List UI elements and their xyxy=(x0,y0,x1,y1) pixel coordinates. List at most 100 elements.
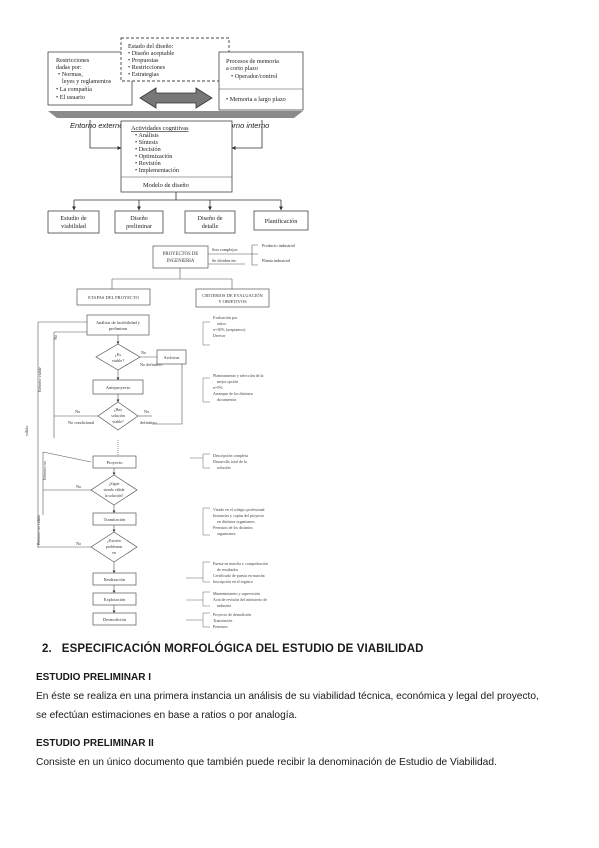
procesos-line: Procesos de memoria xyxy=(226,58,279,65)
anteproyecto-label: Anteproyecto xyxy=(106,385,131,390)
estado-item: • Diseño aceptable xyxy=(128,50,174,57)
criterio-line: documentos xyxy=(217,397,237,402)
criterio-line: Evaluación por xyxy=(213,315,238,320)
se-dividen-label: Se dividen en: xyxy=(212,258,237,263)
criterio-line: Derivar xyxy=(213,333,226,338)
estado-item: • Restricciones xyxy=(128,64,166,71)
paragraph-line: En éste se realiza en una primera instan… xyxy=(36,691,539,702)
etapas-label: ETAPAS DEL PROYECTO xyxy=(88,295,139,300)
hay-solucion-label: viable? xyxy=(112,419,124,424)
actividad-item: • Síntesis xyxy=(135,139,159,146)
entorno-interno-label: Entorno interno xyxy=(218,121,269,130)
restricciones-item: • El usuario xyxy=(56,94,85,101)
design-process-figure: Restricciones dadas por: • Normas, leyes… xyxy=(24,37,309,629)
output-box-planificacion xyxy=(253,210,309,231)
criterio-line: Descripción completa xyxy=(213,453,248,458)
criterio-line: Proyecto de demolición xyxy=(213,612,251,617)
restricciones-item: • Normas, xyxy=(58,71,83,78)
son-complejos-label: Son complejos xyxy=(212,247,238,252)
criterio-line: Puesta en marcha y comprobación xyxy=(213,561,268,566)
es-viable-label: viable? xyxy=(112,358,124,363)
output-box-diseno-detalle xyxy=(184,210,236,234)
no-label: No xyxy=(75,409,80,414)
criterios-label: CRITERIOS DE EVALUACIÓN xyxy=(202,293,263,298)
output-label: Planificación xyxy=(265,218,298,225)
no-label: No xyxy=(144,409,149,414)
subheading-text: ESTUDIO PRELIMINAR II xyxy=(36,738,154,749)
actividades-title: Actividades cognitivas xyxy=(131,125,189,132)
tramitacion-label: Tramitación xyxy=(104,517,127,522)
subheading-text: ESTUDIO PRELIMINAR I xyxy=(36,672,152,683)
estado-item: • Propuestas xyxy=(128,57,159,64)
criterio-line: σ=5% xyxy=(213,385,223,390)
criterio-line: Instancias y copias del proyecto xyxy=(213,513,264,518)
output-label: Diseño de xyxy=(198,215,223,222)
modelo-diseno-label: Modelo de diseño xyxy=(143,182,189,189)
proyectos-label: INGENIERIA xyxy=(167,259,195,264)
desmantelacion-label: Desmolición xyxy=(103,617,127,622)
actividad-item: • Revisión xyxy=(135,160,161,167)
criterio-line: Permisos de los distintos xyxy=(213,525,253,530)
section-title: ESPECIFICACIÓN MORFOLÓGICA DEL ESTUDIO D… xyxy=(61,643,424,655)
actividad-item: • Optimización xyxy=(135,153,172,160)
no-condicional-label: No condicional xyxy=(68,420,95,425)
explotacion-label: Explotación xyxy=(104,597,126,602)
project-flowchart: PROYECTOS DE INGENIERIA Son complejos Se… xyxy=(24,243,296,629)
existen-problemas-label: ¿Existen xyxy=(107,539,120,543)
subheading-preliminar-2: ESTUDIO PRELIMINAR II xyxy=(36,733,576,751)
criterio-line: industria xyxy=(217,603,231,608)
procesos-line: • Operador/control xyxy=(231,73,278,80)
criterio-line: Permisos xyxy=(213,624,228,629)
restricciones-item: • La compañía xyxy=(56,86,92,93)
existen-problemas-label: problemas xyxy=(106,545,123,549)
output-box-estudio-viabilidad xyxy=(47,210,100,234)
output-label: Estudio de xyxy=(60,215,87,222)
retorno-viable-label: Retorno viable xyxy=(37,367,42,392)
no-label: No xyxy=(53,335,58,340)
retorno-no-valido-label: Retorno no válido xyxy=(36,515,41,545)
proyectos-ingenieria-box xyxy=(152,245,209,269)
output-box-diseno-preliminar xyxy=(114,210,164,234)
criterio-line: Tramitación xyxy=(213,618,232,623)
criterio-line: organismos xyxy=(217,531,236,536)
criterio-line: solución xyxy=(217,465,231,470)
es-viable-decision xyxy=(95,343,141,371)
criterios-label: Y OBJETIVOS xyxy=(218,299,247,304)
paragraph-preliminar-1: En éste se realiza en una primera instan… xyxy=(36,688,576,725)
etapas-proyecto-box xyxy=(76,288,151,306)
restricciones-line2: dadas por: xyxy=(56,64,82,71)
no-label: No xyxy=(76,484,81,489)
realizacion-box xyxy=(92,572,137,586)
hay-solucion-label: ¿Hay xyxy=(114,407,122,412)
actividades-cognitivas-box xyxy=(120,120,233,193)
no-label: No xyxy=(76,541,81,546)
paragraph-line: Consiste en un único documento que tambi… xyxy=(36,757,497,768)
sigue-valida-label: ¿Sigue xyxy=(109,482,120,486)
estado-diseno-box xyxy=(120,37,230,82)
analisis-label: Análisis de factibilidad y xyxy=(96,320,141,325)
existen-problemas-label: en xyxy=(112,551,116,555)
no-definitivo-label: No definitivo xyxy=(140,362,162,367)
subheading-preliminar-1: ESTUDIO PRELIMINAR I xyxy=(36,667,576,685)
valido-label: válido xyxy=(24,426,29,436)
actividad-item: • Decisión xyxy=(135,146,161,153)
restricciones-title: Restricciones xyxy=(56,57,90,64)
hay-solucion-label: solución xyxy=(111,413,125,418)
definitivo-label: definitivo xyxy=(140,420,157,425)
sigue-valida-label: siendo válida xyxy=(104,488,125,492)
output-label: viabilidad xyxy=(61,223,87,230)
criterio-line: Desarrollo total de la xyxy=(213,459,247,464)
no-label: No xyxy=(141,350,146,355)
criterio-line: ratios xyxy=(217,321,226,326)
restricciones-box xyxy=(47,51,133,106)
actividad-item: • Implementación xyxy=(135,167,179,174)
criterio-line: σ=30% (aceptamos) xyxy=(213,327,246,332)
procesos-extra: • Memoria a largo plazo xyxy=(226,96,286,103)
criterio-line: en distintos organismos xyxy=(217,519,255,524)
planta-industrial-label: Planta industrial xyxy=(262,258,291,263)
section-heading: 2.ESPECIFICACIÓN MORFOLÓGICA DEL ESTUDIO… xyxy=(42,643,424,655)
producto-industrial-label: Producto industrial xyxy=(262,243,296,248)
double-arrow-icon xyxy=(139,87,213,109)
realizacion-label: Realización xyxy=(104,577,126,582)
criterio-line: Certificado de puesta en marcha xyxy=(213,573,265,578)
